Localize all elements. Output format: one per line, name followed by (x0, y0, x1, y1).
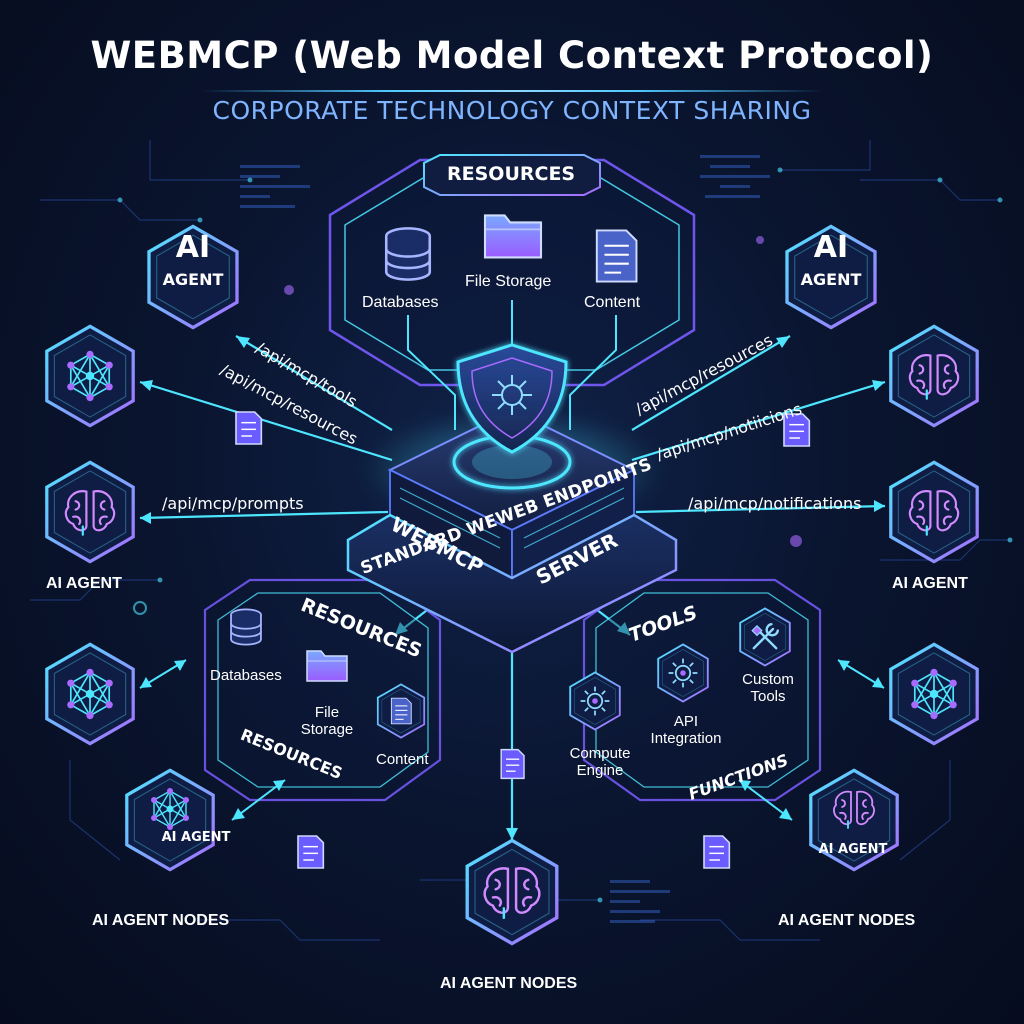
lower-resource-file-storage: File Storage (296, 704, 358, 738)
agent-ai-label-right: AI (802, 230, 860, 265)
database-icon (386, 228, 430, 279)
tool-compute-engine: Compute Engine (560, 745, 640, 779)
agent-caption-left: AI AGENT (46, 575, 122, 593)
agent-word-label-left: AGENT (156, 270, 230, 289)
document-icon (298, 836, 323, 868)
file-icon (597, 230, 637, 281)
page-subtitle: CORPORATE TECHNOLOGY CONTEXT SHARING (0, 96, 1024, 125)
agent-ai-label-left: AI (164, 230, 222, 265)
agent-node-label-right: AI AGENT (812, 842, 894, 857)
top-resource-databases: Databases (362, 294, 439, 312)
gear-icon (581, 687, 610, 716)
agent-nodes-caption-right: AI AGENT NODES (778, 912, 915, 930)
tool-api-integration: API Integration (640, 713, 732, 747)
endpoint-left-prompts: /api/mcp/prompts (162, 494, 304, 513)
top-resource-content: Content (584, 294, 640, 312)
endpoint-right-notifications: /api/mcp/notifications (688, 494, 861, 513)
agent-word-label-right: AGENT (794, 270, 868, 289)
folder-icon (307, 651, 347, 681)
lower-resource-databases: Databases (210, 667, 282, 684)
folder-icon (485, 215, 541, 257)
agent-caption-right: AI AGENT (892, 575, 968, 593)
tool-custom-tools: Custom Tools (726, 671, 810, 705)
database-icon (231, 609, 261, 644)
agent-node-label-left: AI AGENT (155, 830, 237, 845)
document-icon (236, 412, 261, 444)
gear-icon (669, 659, 698, 688)
title-divider (200, 90, 824, 92)
file-icon (391, 698, 411, 724)
top-resources-title: RESOURCES (447, 163, 575, 185)
document-icon (704, 836, 729, 868)
page-title: WEBMCP (Web Model Context Protocol) (0, 34, 1024, 77)
lower-resource-content: Content (376, 751, 429, 768)
document-icon (501, 750, 524, 779)
agent-nodes-caption-left: AI AGENT NODES (92, 912, 229, 930)
agent-nodes-caption-bottom: AI AGENT NODES (440, 975, 577, 993)
top-resource-file-storage: File Storage (465, 273, 551, 291)
